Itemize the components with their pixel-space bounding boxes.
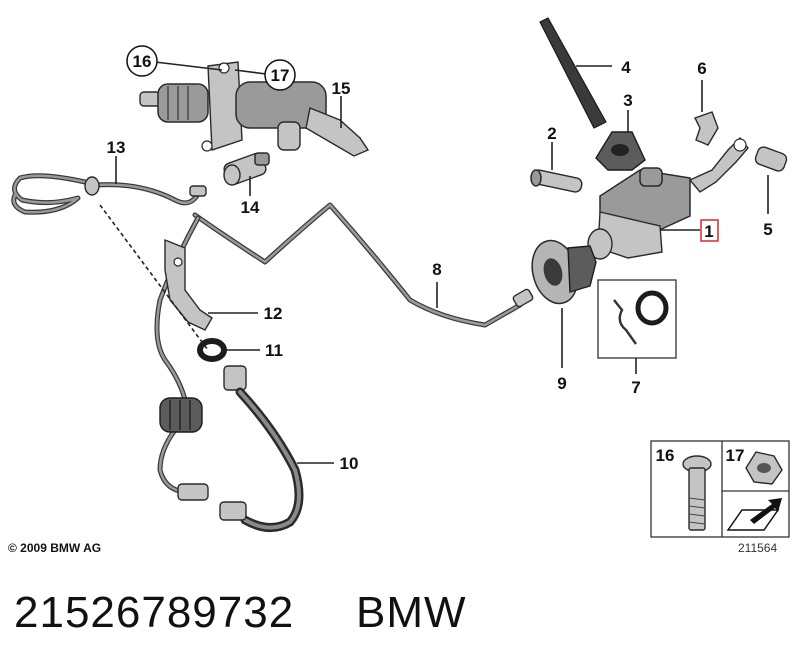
gasket-9: [531, 239, 597, 305]
callout-11: 11: [265, 341, 283, 360]
callout-10: 10: [340, 454, 359, 473]
callout-17: 17: [271, 66, 290, 85]
inset-fasteners: 16 17: [650, 440, 790, 538]
pipe-bellows: [159, 397, 203, 433]
callout-7: 7: [631, 378, 640, 397]
dust-boot-3: [595, 131, 646, 171]
hose-10: [219, 365, 304, 532]
callout-12: 12: [264, 304, 283, 323]
callout-16-circle: [126, 45, 158, 77]
clip-6: [694, 111, 719, 146]
callout-14: 14: [241, 198, 260, 217]
bolt-16-icon: [682, 455, 712, 531]
nut-17-icon: [745, 451, 783, 485]
callouts: 16 17 15 14 13 12 11 10 8 9 7 4 3 2 6 5 …: [107, 45, 773, 473]
callout-1-highlight-box: [700, 219, 719, 242]
inset-label-16: 16: [656, 446, 675, 465]
copyright-notice: © 2009 BMW AG: [8, 541, 102, 555]
o-ring-11: [197, 338, 227, 362]
inset-label-17: 17: [726, 446, 745, 465]
callout-8: 8: [432, 260, 441, 279]
callout-16: 16: [133, 52, 152, 71]
bracket-12: [164, 238, 213, 331]
part-number: 21526789732: [14, 588, 295, 637]
callout-1: 1: [704, 222, 713, 241]
callout-3: 3: [623, 91, 632, 110]
figure-id: 211564: [738, 541, 778, 555]
replace-part-arrow-icon: [726, 498, 782, 531]
pipe-with-coil-13: [11, 173, 209, 501]
leader-lines: [99, 61, 769, 464]
clevis-5: [754, 146, 788, 172]
clip-and-ring-kit-7: [597, 279, 677, 359]
pin-2: [530, 169, 583, 193]
callout-15: 15: [332, 79, 351, 98]
clutch-pipe-8: [192, 202, 534, 328]
callout-4: 4: [621, 58, 631, 77]
slave-cylinder-15: [139, 61, 370, 157]
callout-17-circle: [264, 59, 296, 91]
master-cylinder-1: [587, 136, 749, 260]
push-rod-4: [539, 17, 607, 129]
callout-6: 6: [697, 59, 706, 78]
callout-9: 9: [557, 374, 566, 393]
callout-2: 2: [547, 124, 556, 143]
brand-name: BMW: [356, 588, 467, 637]
callout-13: 13: [107, 138, 126, 157]
fitting-14: [223, 152, 270, 186]
callout-5: 5: [763, 220, 772, 239]
